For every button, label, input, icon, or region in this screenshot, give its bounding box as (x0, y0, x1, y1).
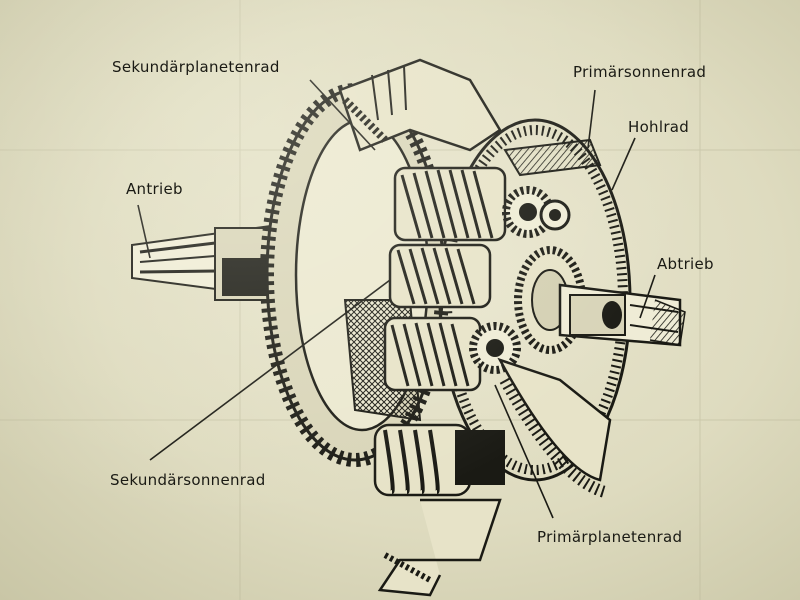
leader-lines (137, 79, 656, 519)
bottom-gear-segment (497, 357, 612, 498)
leader-antrieb (137, 204, 151, 259)
leader-abtrieb (639, 274, 656, 319)
leader-sekundaerplanetenrad (309, 79, 376, 151)
secondary-planet-gears (383, 166, 507, 392)
leader-hohlrad (611, 137, 636, 191)
label-sekundaerplanetenrad: Sekundärplanetenrad (112, 58, 280, 76)
label-primaersonnenrad: Primärsonnenrad (573, 63, 707, 81)
leader-primaerplanetenrad (494, 384, 554, 519)
label-antrieb: Antrieb (126, 180, 183, 198)
label-hohlrad: Hohlrad (628, 118, 690, 136)
primary-planet-gears (469, 186, 571, 374)
label-abtrieb: Abtrieb (657, 255, 714, 273)
output-shaft (558, 283, 686, 347)
label-sekundaersonnenrad: Sekundärsonnenrad (110, 471, 266, 489)
leader-sekundaersonnenrad (149, 279, 391, 461)
label-primaerplanetenrad: Primärplanetenrad (537, 528, 683, 546)
input-shaft (131, 220, 301, 302)
leader-primaersonnenrad (587, 89, 596, 149)
housing-top (338, 58, 502, 152)
bottom-mechanism (373, 423, 505, 597)
